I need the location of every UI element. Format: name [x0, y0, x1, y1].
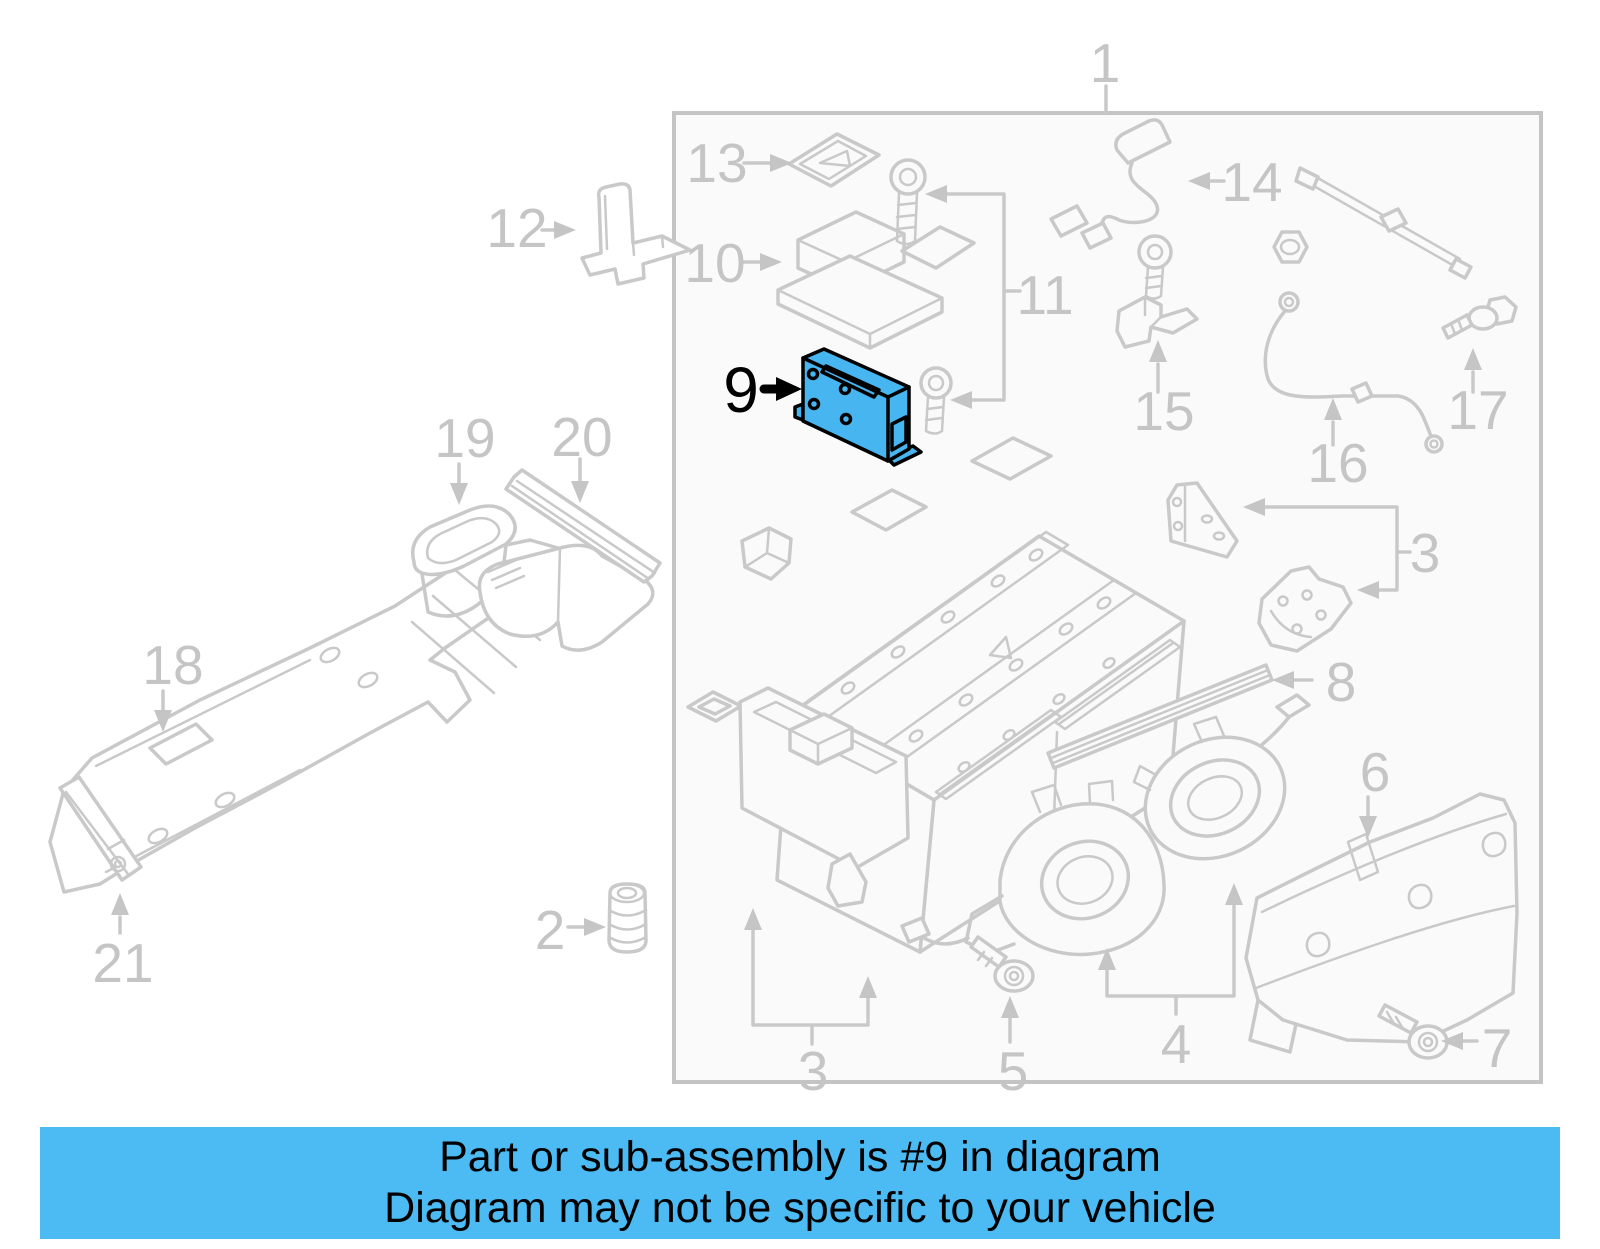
- gasket-upper: [900, 225, 976, 270]
- highlighted-part-9-control-module[interactable]: [793, 347, 923, 467]
- callout-label-7[interactable]: 7: [1482, 1017, 1513, 1079]
- callout-label-3-right[interactable]: 3: [1410, 522, 1441, 584]
- screw-11-upper: [889, 158, 927, 246]
- floor-duct-18: [48, 538, 560, 894]
- callout-label-2[interactable]: 2: [535, 899, 566, 961]
- rubber-buffer-2: [607, 882, 648, 954]
- wiring-connector-14: [1049, 118, 1172, 250]
- screw-11-lower: [919, 366, 953, 435]
- callout-leaders: [111, 84, 1482, 1050]
- callout-label-11[interactable]: 11: [1016, 264, 1073, 326]
- callout-label-17[interactable]: 17: [1447, 379, 1508, 441]
- callout-label-16[interactable]: 16: [1307, 432, 1368, 494]
- screw-7: [1377, 1003, 1449, 1060]
- hex-nut: [1272, 230, 1309, 264]
- callout-label-21[interactable]: 21: [92, 932, 153, 994]
- callout-label-13[interactable]: 13: [686, 132, 747, 194]
- callout-label-1[interactable]: 1: [1090, 32, 1121, 94]
- callout-label-12[interactable]: 12: [486, 197, 547, 259]
- seal-strip-20: [504, 468, 662, 584]
- screw-15-area: [1137, 234, 1173, 300]
- blower-fan-housing: [900, 779, 1166, 957]
- callout-label-6[interactable]: 6: [1360, 741, 1391, 803]
- callout-label-18[interactable]: 18: [142, 634, 203, 696]
- callout-label-5[interactable]: 5: [998, 1040, 1029, 1102]
- duct-outlet-y: [477, 543, 655, 652]
- callout-9-leader: [759, 377, 802, 401]
- ground-cable-16: [1263, 291, 1444, 454]
- small-clip-bracket: [740, 526, 793, 581]
- callout-label-19[interactable]: 19: [434, 407, 495, 469]
- gasket-lower: [850, 488, 928, 532]
- banner-line-1: Part or sub-assembly is #9 in diagram: [439, 1133, 1161, 1181]
- callout-label-20[interactable]: 20: [551, 406, 612, 468]
- bracket-3-lower: [1257, 565, 1353, 653]
- callout-label-14[interactable]: 14: [1221, 151, 1282, 213]
- callout-label-3-bottom[interactable]: 3: [798, 1040, 829, 1102]
- screw-5: [969, 935, 1035, 993]
- info-banner: Part or sub-assembly is #9 in diagram Di…: [40, 1127, 1560, 1239]
- bracket-15: [1115, 295, 1199, 349]
- bracket-3-upper: [1166, 481, 1239, 559]
- banner-line-2: Diagram may not be specific to your vehi…: [384, 1184, 1216, 1232]
- callout-label-8[interactable]: 8: [1326, 651, 1357, 713]
- callout-label-10[interactable]: 10: [684, 232, 745, 294]
- callout-label-4[interactable]: 4: [1161, 1013, 1192, 1075]
- callout-label-9-selected[interactable]: 9: [723, 354, 759, 426]
- flange-bolt-17: [1441, 295, 1518, 340]
- gasket-middle: [970, 436, 1053, 481]
- part-10-bracket: [776, 210, 944, 350]
- end-strip-21: [58, 775, 143, 882]
- part-12-clip: [580, 182, 692, 286]
- part-13-plate: [787, 132, 881, 188]
- cover-panel-6: [1244, 792, 1519, 1054]
- blower-motor-ring: [1132, 715, 1287, 861]
- callout-label-15[interactable]: 15: [1133, 380, 1194, 442]
- cable-tie: [1294, 166, 1473, 280]
